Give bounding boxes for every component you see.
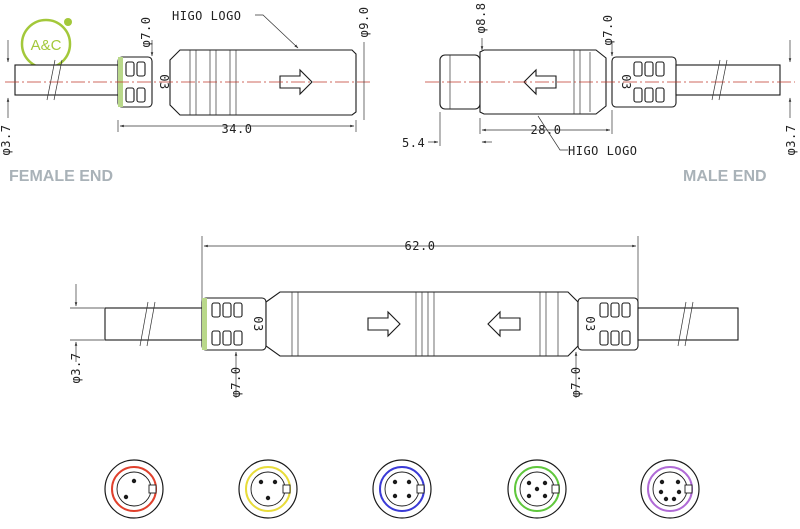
pin-contact bbox=[675, 479, 681, 485]
pin-contact bbox=[258, 479, 264, 485]
male-grip-ribs bbox=[633, 61, 665, 103]
female-body-diameter: φ9.0 bbox=[357, 7, 371, 38]
male-cable bbox=[675, 64, 781, 96]
pin-contact bbox=[406, 493, 412, 499]
male-higo-logo-label: HIGO LOGO bbox=[568, 144, 638, 158]
pin-face-3-pin bbox=[238, 459, 298, 519]
pin-face-row bbox=[104, 459, 700, 519]
pin-contact bbox=[392, 479, 398, 485]
assembly-left-cable bbox=[104, 307, 206, 341]
pin-contact bbox=[406, 479, 412, 485]
assembly-body-ribs bbox=[291, 292, 559, 356]
assembly-right-arrow-icon bbox=[367, 310, 401, 338]
assembly-right-marking: 03 bbox=[583, 316, 597, 331]
pin-face-key bbox=[551, 484, 560, 494]
pin-contact bbox=[542, 480, 548, 486]
pin-contact bbox=[542, 493, 548, 499]
pin-contact bbox=[392, 493, 398, 499]
ac-logo: A&C bbox=[20, 18, 72, 70]
logo-text: A&C bbox=[31, 37, 62, 54]
pin-face-5-pin bbox=[507, 459, 567, 519]
female-end-title: FEMALE END bbox=[9, 168, 113, 185]
assembly-left-grip-ribs bbox=[211, 302, 243, 346]
pin-face-2-pin bbox=[104, 459, 164, 519]
assembly-right-grip-ribs bbox=[599, 302, 631, 346]
male-coupler-diameter: φ7.0 bbox=[601, 15, 615, 46]
male-end-drawing: 03 28.0 5.4 φ8.8 φ7.0 φ3.7 HIGO LOGO MAL… bbox=[402, 3, 798, 185]
female-grip-ribs bbox=[125, 61, 146, 103]
pin-face-housing bbox=[372, 459, 432, 519]
male-tip-length-dim: 5.4 bbox=[402, 136, 425, 150]
female-body-ribs bbox=[189, 50, 237, 115]
pin-contact bbox=[676, 489, 682, 495]
pin-contact bbox=[265, 495, 271, 501]
pin-contact bbox=[272, 479, 278, 485]
pin-contact bbox=[131, 478, 137, 484]
pin-contact bbox=[671, 496, 677, 502]
pin-contact bbox=[663, 496, 669, 502]
assembly-length-dim: 62.0 bbox=[405, 239, 436, 253]
pin-contact bbox=[526, 493, 532, 499]
female-end-drawing: 03 34.0 φ7.0 φ9.0 φ3.7 HIGO LOGO FEMALE … bbox=[0, 7, 371, 185]
pin-face-housing bbox=[238, 459, 298, 519]
pin-face-key bbox=[148, 484, 157, 494]
male-cable-diameter: φ3.7 bbox=[784, 125, 798, 156]
pin-face-key bbox=[282, 484, 291, 494]
pin-face-key bbox=[416, 484, 425, 494]
pin-contact bbox=[123, 494, 129, 500]
female-higo-logo-label: HIGO LOGO bbox=[172, 9, 242, 23]
female-body bbox=[169, 49, 357, 116]
male-tip-diameter: φ8.8 bbox=[474, 3, 488, 34]
pin-contact bbox=[526, 480, 532, 486]
pin-contact bbox=[658, 489, 664, 495]
pin-face-housing bbox=[640, 459, 700, 519]
pin-face-key bbox=[684, 484, 693, 494]
pin-face-housing bbox=[104, 459, 164, 519]
female-cable bbox=[14, 64, 120, 96]
male-end-title: MALE END bbox=[683, 168, 767, 185]
pin-face-4-pin bbox=[372, 459, 432, 519]
female-cable-diameter: φ3.7 bbox=[0, 125, 13, 156]
pin-contact bbox=[534, 486, 540, 492]
assembly-left-marking: 03 bbox=[251, 316, 265, 331]
female-length-dim: 34.0 bbox=[222, 122, 253, 136]
assembly-cable-diameter: φ3.7 bbox=[69, 353, 83, 384]
assembly-right-cable bbox=[637, 307, 739, 341]
assembly-drawing: 62.0 03 bbox=[69, 236, 739, 398]
pin-contact bbox=[659, 479, 665, 485]
assembly-left-arrow-icon bbox=[487, 310, 521, 338]
pin-face-6-pin bbox=[640, 459, 700, 519]
male-length-dim: 28.0 bbox=[531, 123, 562, 137]
female-coupler-diameter: φ7.0 bbox=[139, 17, 153, 48]
